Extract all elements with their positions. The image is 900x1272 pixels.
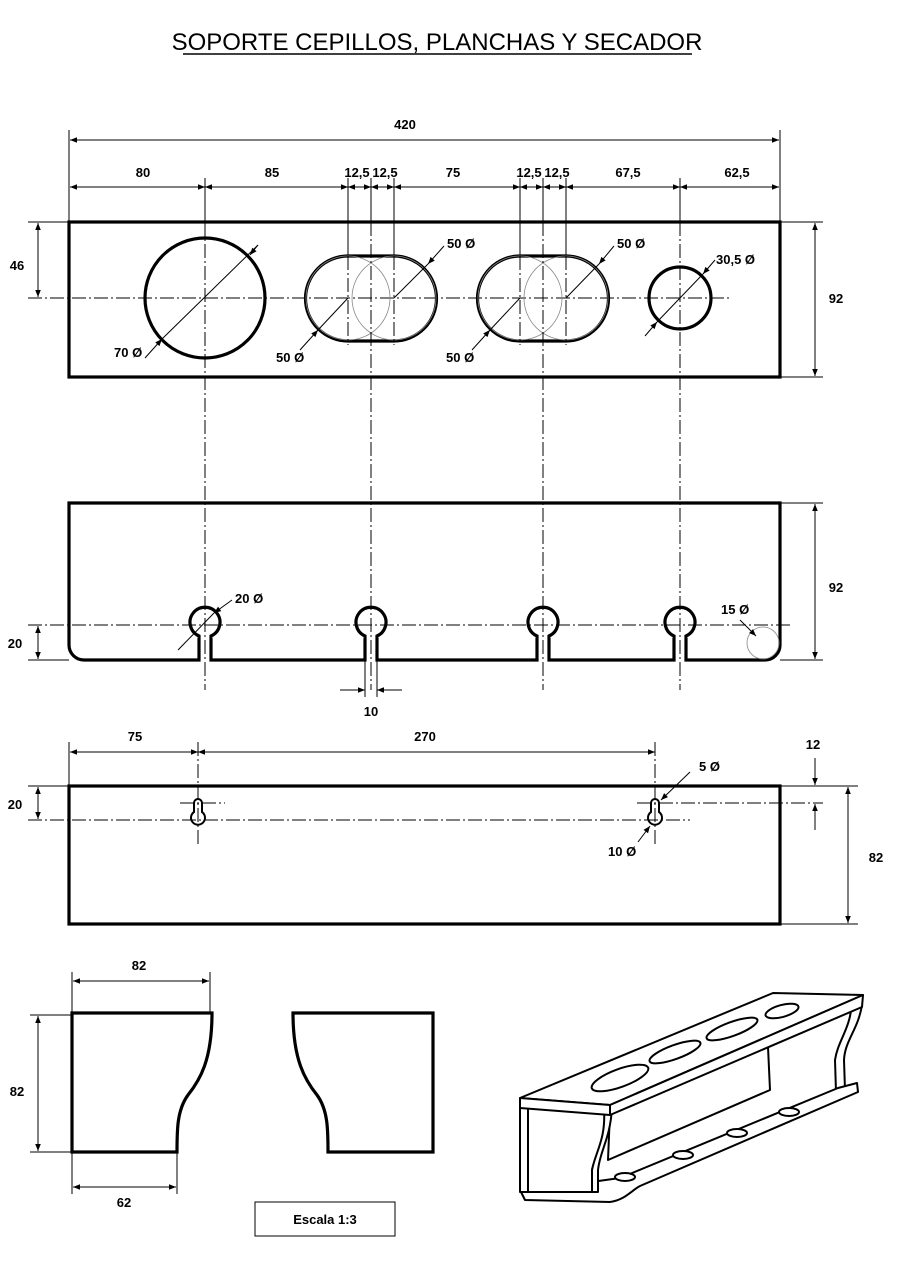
dia-30-5-label: 30,5 Ø [716, 252, 755, 267]
dim-20-label: 20 [8, 636, 22, 651]
dia-15-label: 15 Ø [721, 602, 749, 617]
scale-box [254, 1201, 396, 1237]
dia-50-label: 50 Ø [617, 236, 645, 251]
dia-10-label: 10 Ø [608, 844, 636, 859]
side-profile-right [291, 1011, 435, 1154]
dim-segment-label: 62,5 [724, 165, 749, 180]
top-view: 420 80 85 12,5 12,5 75 12,5 12,5 67,5 62… [10, 117, 843, 690]
dim-segment-label: 75 [446, 165, 460, 180]
dim-92-label: 92 [829, 580, 843, 595]
dim-82-label: 82 [10, 1084, 24, 1099]
dim-segment-label: 80 [136, 165, 150, 180]
dim-75-label: 75 [128, 729, 142, 744]
dim-62-label: 62 [117, 1195, 131, 1210]
dim-82-label: 82 [132, 958, 146, 973]
dim-10-label: 10 [364, 704, 378, 719]
dim-segment-label: 12,5 [544, 165, 569, 180]
dim-segment-label: 12,5 [372, 165, 397, 180]
top-plate-outline [67, 220, 782, 379]
dim-segment-label: 12,5 [344, 165, 369, 180]
side-views: 82 82 62 [10, 958, 435, 1210]
isometric-view [519, 992, 864, 1203]
dia-50-label: 50 Ø [447, 236, 475, 251]
scale-label: Escala 1:3 [293, 1212, 357, 1227]
dim-92-label: 92 [829, 291, 843, 306]
dia-20-label: 20 Ø [235, 591, 263, 606]
back-view: 75 270 20 12 82 5 Ø 10 Ø [8, 729, 883, 926]
drawing-title: SOPORTE CEPILLOS, PLANCHAS Y SECADOR [172, 29, 703, 56]
dim-segment-label: 67,5 [615, 165, 640, 180]
front-outline [67, 501, 782, 662]
dim-270-label: 270 [414, 729, 436, 744]
dim-20-label: 20 [8, 797, 22, 812]
front-view: 20 92 20 Ø 15 Ø 10 [8, 501, 843, 719]
side-profile-left [70, 1011, 214, 1154]
back-plate-outline [67, 784, 782, 926]
dim-82-label: 82 [869, 850, 883, 865]
dia-5-label: 5 Ø [699, 759, 720, 774]
dim-46-label: 46 [10, 258, 24, 273]
dim-12-label: 12 [806, 737, 820, 752]
dia-50-label: 50 Ø [446, 350, 474, 365]
dim-segment-label: 85 [265, 165, 279, 180]
dia-70-label: 70 Ø [114, 345, 142, 360]
dim-overall-label: 420 [394, 117, 416, 132]
dim-segment-label: 12,5 [516, 165, 541, 180]
dia-50-label: 50 Ø [276, 350, 304, 365]
